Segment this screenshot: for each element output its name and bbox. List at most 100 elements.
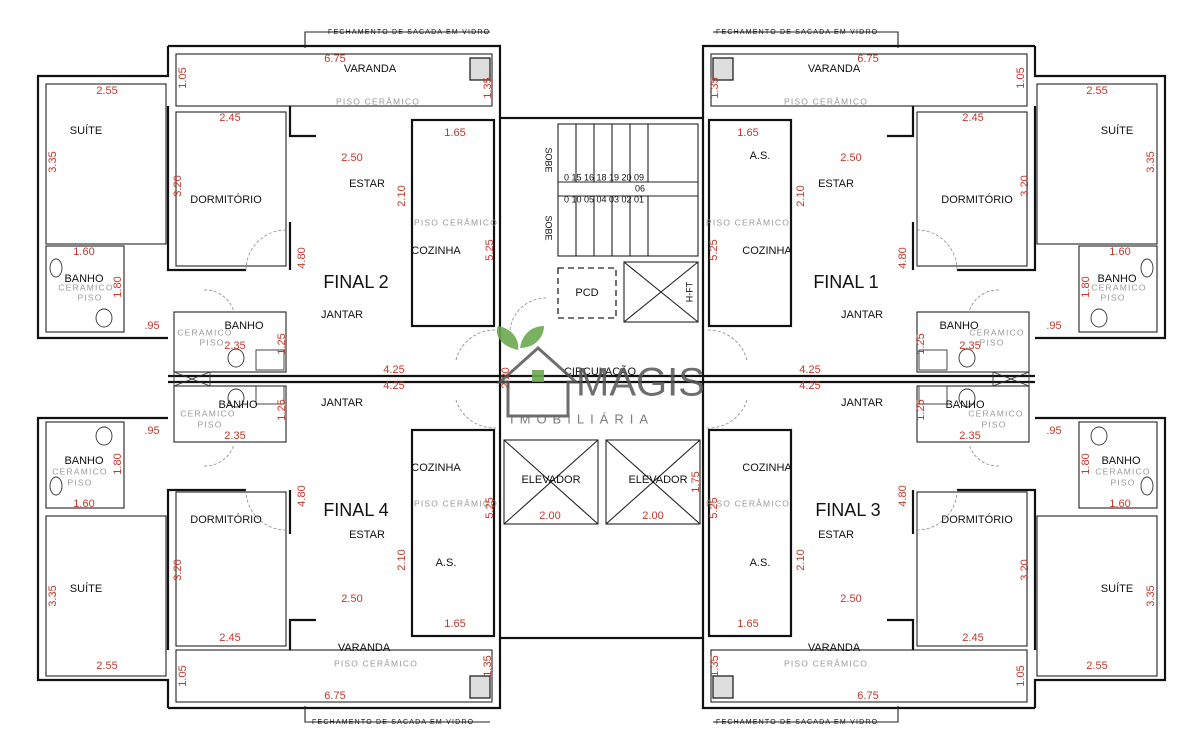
dim-estar-height-tr: 2.10: [795, 185, 807, 206]
piso-varanda-tr: PISO CERÂMICO: [784, 96, 868, 106]
piso2-banho-suite-tl: PISO: [77, 292, 102, 302]
room-dormitorio-bl: DORMITÓRIO: [190, 513, 262, 526]
logo-window-icon: [532, 370, 544, 382]
room-jantar-bl: JANTAR: [321, 397, 363, 409]
dim-estar-width-br: 2.50: [840, 593, 861, 605]
room-jantar-tl: JANTAR: [321, 309, 363, 321]
dim-suite-width-tl: 2.55: [96, 85, 117, 97]
piso-cozinha-tr: PISO CERÂMICO: [706, 217, 790, 227]
dim-as-width-tr: 1.65: [737, 127, 758, 139]
dim-banho-social-bl: 2.35: [224, 430, 245, 442]
dim-jantar-width-tr: 4.25: [799, 364, 820, 376]
circulacao-label: CIRCULAÇÃO: [564, 365, 637, 378]
dim-tank-br: 1.35: [709, 655, 721, 676]
dim-tank-bl: 1.35: [482, 655, 494, 676]
dim-dorm-width-tr: 2.45: [962, 112, 983, 124]
dim-estar-height-tl: 2.10: [396, 185, 408, 206]
piso-banho-social-tr: CERAMICO: [969, 327, 1024, 337]
dim-dorm-depth-tr: 3.20: [1019, 175, 1031, 196]
dim-hall-tr: .95: [1046, 320, 1061, 332]
piso-varanda-br: PISO CERÂMICO: [784, 658, 868, 668]
dim-estar-length-tl: 4.80: [296, 247, 308, 268]
dim-dorm-width-bl: 2.45: [219, 632, 240, 644]
final-1-label: FINAL 1: [813, 272, 878, 292]
dim-hall-br: .95: [1046, 425, 1061, 437]
dim-varanda-depth-tl: 1.05: [177, 67, 189, 88]
dim-elevator-left: 2.00: [539, 510, 560, 522]
piso-banho-social-br: CERAMICO: [968, 408, 1023, 418]
dim-suite-width-bl: 2.55: [96, 660, 117, 672]
room-banho-social-tl: BANHO: [224, 320, 264, 332]
dim-estar-width-tl: 2.50: [341, 152, 362, 164]
dim-cozinha-length-tr: 5.25: [708, 239, 720, 260]
room-varanda-br: VARANDA: [808, 642, 861, 654]
dim-suite-depth-br: 3.35: [1145, 585, 1157, 606]
dim-cozinha-length-br: 5.25: [708, 497, 720, 518]
stair-numbers-row2: 06: [635, 183, 645, 193]
laundry-tanks: [469, 57, 734, 699]
dim-banho-social-tr: 2.35: [959, 340, 980, 352]
room-jantar-tr: JANTAR: [841, 309, 883, 321]
dim-jantar-width-bl: 4.25: [383, 380, 404, 392]
room-varanda-tl: VARANDA: [344, 63, 397, 75]
piso-banho-social-tl: CERAMICO: [177, 327, 232, 337]
room-varanda-tr: VARANDA: [808, 63, 861, 75]
logo-house-icon: [496, 345, 580, 418]
piso2-banho-suite-tr: PISO: [1100, 292, 1125, 302]
piso-banho-suite-tr: CERAMICO: [1091, 282, 1146, 292]
piso-banho-social-bl: CERAMICO: [180, 408, 235, 418]
room-banho-suite-tr: BANHO: [1097, 273, 1137, 285]
room-banho-suite-tl: BANHO: [64, 273, 104, 285]
room-banho-suite-br: BANHO: [1101, 455, 1141, 467]
room-varanda-bl: VARANDA: [338, 642, 391, 654]
dim-tank-tr: 1.35: [709, 77, 721, 98]
dim-banho-social-depth-tl: 1.25: [276, 333, 288, 354]
dim-elevator-right: 2.00: [642, 510, 663, 522]
dim-as-width-br: 1.65: [737, 618, 758, 630]
dim-suite-depth-bl: 3.35: [47, 585, 59, 606]
fechamento-label-top-right: FECHAMENTO DE SACADA EM VIDRO: [716, 29, 878, 36]
room-suite-tl: SUÍTE: [70, 124, 102, 137]
room-cozinha-tr: COZINHA: [742, 245, 792, 257]
room-banho-suite-bl: BANHO: [64, 455, 104, 467]
dim-estar-width-bl: 2.50: [341, 593, 362, 605]
room-as-bl: A.S.: [436, 557, 457, 569]
dim-suite-depth-tl: 3.35: [47, 151, 59, 172]
dim-varanda-width-br: 6.75: [857, 690, 878, 702]
dim-banho-social-depth-br: 1.25: [915, 399, 927, 420]
dim-estar-length-bl: 4.80: [296, 485, 308, 506]
room-estar-tl: ESTAR: [349, 178, 385, 190]
piso-varanda-tl: PISO CERÂMICO: [336, 96, 420, 106]
dim-dorm-width-br: 2.45: [962, 632, 983, 644]
balcony-leaders: [304, 31, 899, 723]
room-estar-bl: ESTAR: [349, 529, 385, 541]
room-cozinha-tl: COZINHA: [411, 245, 461, 257]
dim-varanda-depth-tr: 1.05: [1015, 67, 1027, 88]
logo-subtitle: IMOBILIÁRIA: [510, 411, 654, 426]
final-4-label: FINAL 4: [323, 500, 388, 520]
building-walls: [36, 44, 1167, 710]
pcd-label: PCD: [575, 287, 598, 299]
dim-hall-tl: .95: [144, 320, 159, 332]
piso-varanda-bl: PISO CERÂMICO: [334, 658, 418, 668]
room-suite-br: SUÍTE: [1101, 582, 1133, 595]
piso-banho-suite-tl: CERAMICO: [58, 282, 113, 292]
piso-cozinha-br: PISO CERÂMICO: [706, 498, 790, 508]
dim-estar-width-tr: 2.50: [840, 152, 861, 164]
dim-banho-suite-width-tr: 1.60: [1109, 246, 1130, 258]
dim-cozinha-length-bl: 5.25: [484, 497, 496, 518]
dim-varanda-width-tr: 6.75: [857, 53, 878, 65]
dim-banho-suite-depth-br: 1.80: [1080, 453, 1092, 474]
stair-numbers-row1: 0 15 16 18 19 20 09: [564, 172, 644, 182]
dim-suite-depth-tr: 3.35: [1145, 151, 1157, 172]
piso-banho-suite-bl: CERAMICO: [52, 466, 107, 476]
room-suite-tr: SUÍTE: [1101, 124, 1133, 137]
dim-banho-social-depth-tr: 1.25: [915, 333, 927, 354]
dim-varanda-depth-br: 1.05: [1015, 665, 1027, 686]
room-banho-social-tr: BANHO: [939, 320, 979, 332]
dim-dorm-width-tl: 2.45: [219, 112, 240, 124]
dim-suite-width-tr: 2.55: [1086, 85, 1107, 97]
room-dormitorio-br: DORMITÓRIO: [941, 513, 1013, 526]
dim-hall-bl: .95: [144, 425, 159, 437]
